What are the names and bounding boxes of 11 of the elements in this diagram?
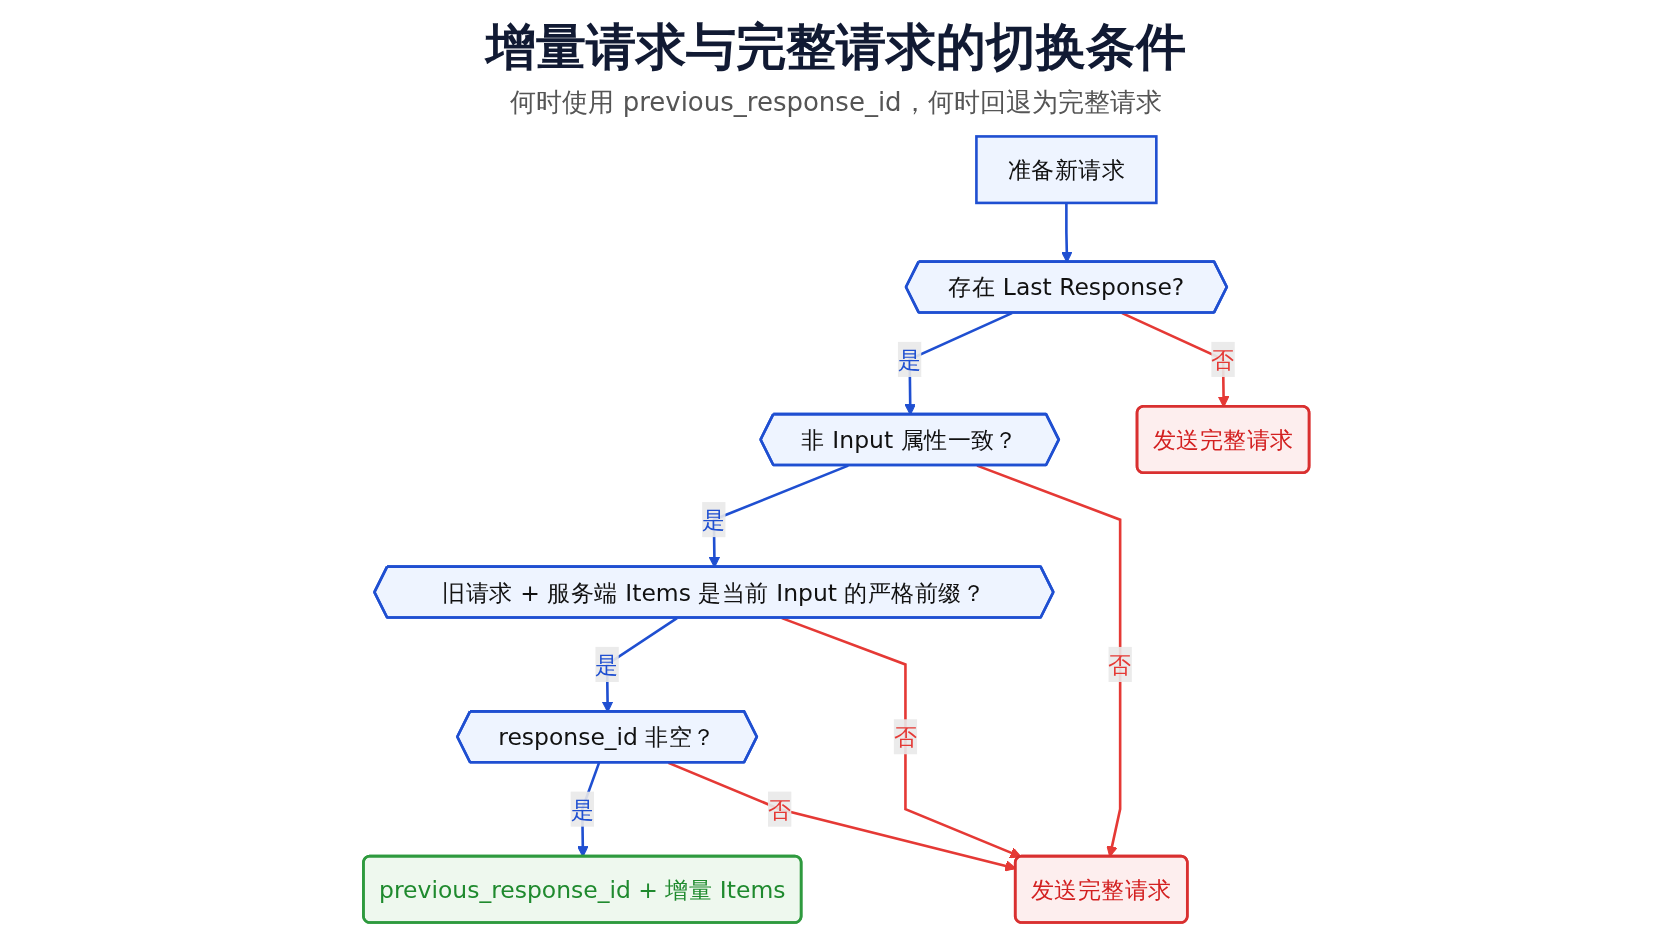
- edge-label: 否: [767, 795, 792, 823]
- edge-label: 是: [595, 650, 619, 679]
- edge-label: 否: [1211, 345, 1235, 374]
- edge-label: 是: [701, 506, 726, 534]
- edge-label: 否: [1108, 650, 1132, 679]
- edge-label: 否: [893, 723, 917, 751]
- edge-label: 是: [897, 345, 922, 374]
- title: 增量请求与完整请求的切换条件: [486, 17, 1186, 78]
- subtitle: 何时使用 previous_response_id，何时回退为完整请求: [510, 86, 1162, 119]
- edge-label: 是: [570, 795, 594, 823]
- node-box: 准备新请求: [974, 135, 1158, 205]
